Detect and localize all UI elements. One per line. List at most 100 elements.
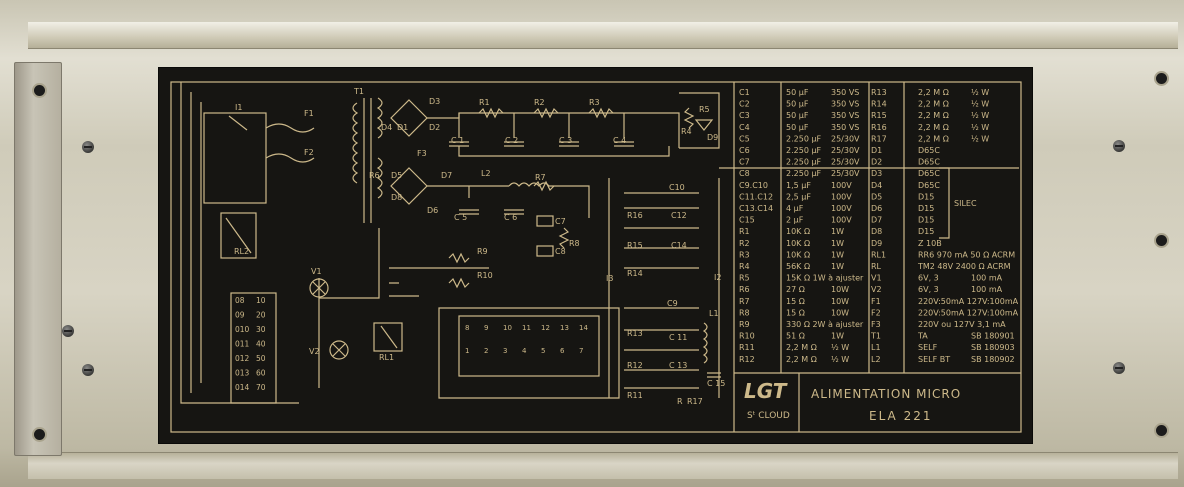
- label-f1: F1: [304, 109, 314, 118]
- label-rl2: RL2: [234, 247, 249, 256]
- wire-cap-drops: [458, 113, 625, 138]
- table-ref: L1: [871, 343, 881, 352]
- resistors-r9-r10: [389, 252, 489, 289]
- label-c6: C 6: [504, 213, 517, 222]
- table-ref: R8: [739, 308, 750, 317]
- connector-pin-label: 13: [560, 324, 569, 332]
- table-value: TA: [917, 332, 928, 341]
- label-r: R: [677, 397, 683, 406]
- terminal-label: 011: [235, 340, 250, 349]
- table-ref: R3: [739, 250, 750, 259]
- table-value: 2,2 M Ω: [918, 123, 949, 132]
- silec-label: SILEC: [954, 199, 977, 208]
- table-value: 6V, 3: [918, 285, 939, 294]
- connector-pin-label: 10: [503, 324, 512, 332]
- lamp-v2-icon: [329, 340, 349, 360]
- table-value: 220V:50mA 127V:100mA: [918, 308, 1019, 317]
- table-ref: C9.C10: [739, 181, 768, 190]
- table-rating: 25/30V: [831, 158, 860, 167]
- connector-box: [458, 315, 600, 377]
- label-v1: V1: [311, 267, 322, 276]
- table-rating: SB 180903: [971, 343, 1015, 352]
- table-value: 2,2 M Ω: [918, 100, 949, 109]
- terminal-label: 08: [235, 296, 245, 305]
- connector-pin-label: 14: [579, 324, 588, 332]
- terminal-label: 012: [235, 354, 250, 363]
- caps-c1-c4: [449, 141, 634, 147]
- table-value: 330 Ω 2W à ajuster: [786, 320, 864, 329]
- table-value: 2,2 M Ω: [786, 355, 817, 364]
- label-r4: R4: [681, 127, 692, 136]
- table-ref: C7: [739, 158, 750, 167]
- terminal-label: 60: [256, 369, 266, 378]
- table-value: 50 µF: [786, 88, 809, 97]
- table-value: D15: [918, 192, 934, 201]
- fuse-f2: [265, 153, 315, 163]
- screw-icon: [82, 364, 94, 376]
- table-value: D65C: [918, 181, 940, 190]
- fuse-f1: [265, 123, 315, 133]
- table-ref: C6: [739, 146, 750, 155]
- table-ref: D3: [871, 169, 882, 178]
- screw-icon: [82, 141, 94, 153]
- table-ref: R17: [871, 134, 887, 143]
- table-value: 51 Ω: [786, 332, 805, 341]
- table-rating: 350 VS: [831, 123, 859, 132]
- table-ref: V2: [871, 285, 882, 294]
- table-rating: 10W: [831, 297, 849, 306]
- mounting-hole-icon: [1156, 235, 1167, 246]
- table-value: 10K Ω: [786, 250, 810, 259]
- label-d7: D7: [441, 171, 452, 180]
- table-ref: R14: [871, 100, 887, 109]
- screw-icon: [1113, 140, 1125, 152]
- panel-title: ALIMENTATION MICRO: [811, 387, 961, 401]
- connector-pin-label: 12: [541, 324, 550, 332]
- table-rating: ½ W: [971, 134, 989, 143]
- table-rating: 100V: [831, 192, 852, 201]
- table-ref: L2: [871, 355, 881, 364]
- table-ref: D6: [871, 204, 882, 213]
- bridge-rectifier-2: [390, 167, 428, 205]
- label-r12: R12: [627, 361, 643, 370]
- schematic-svg: I1 I2 I3 F1 F2 F3 T1 L1 L2 V1 V2 RL1 RL2…: [170, 81, 1022, 433]
- table-ref: D5: [871, 192, 882, 201]
- resistor-r7: [533, 180, 555, 192]
- table-value: 1,5 µF: [786, 181, 811, 190]
- table-ref: C15: [739, 216, 755, 225]
- switch-i1-contact: [228, 115, 248, 131]
- wire-rc-rails: [608, 178, 720, 398]
- relay-rl1: [373, 322, 403, 352]
- table-ref: R2: [739, 239, 750, 248]
- table-ref: R12: [739, 355, 755, 364]
- terminal-block: [230, 292, 277, 404]
- table-ref: R6: [739, 285, 750, 294]
- table-value: D65C: [918, 146, 940, 155]
- label-f3: F3: [417, 149, 427, 158]
- wire-hv-rail: [427, 112, 680, 148]
- mounting-hole-icon: [1156, 73, 1167, 84]
- panel-model: ELA 221: [869, 409, 932, 423]
- table-ref: R9: [739, 320, 750, 329]
- wire-reg-box: [679, 92, 720, 149]
- table-ref: D4: [871, 181, 882, 190]
- relay-rl2: [220, 212, 257, 259]
- table-rating: 1W: [831, 250, 844, 259]
- table-value: Z 10B: [918, 239, 942, 248]
- mounting-bracket: [14, 62, 62, 456]
- top-rail: [28, 22, 1178, 49]
- mounting-hole-icon: [1156, 425, 1167, 436]
- label-c15: C 15: [707, 379, 725, 388]
- table-ref: RL1: [871, 250, 886, 259]
- label-c9: C9: [667, 299, 678, 308]
- table-ref: F1: [871, 297, 881, 306]
- bridge-rectifier-1: [390, 99, 428, 137]
- table-rating: ½ W: [971, 88, 989, 97]
- table-rating: 1W: [831, 227, 844, 236]
- table-ref: F3: [871, 320, 881, 329]
- table-value: D15: [918, 227, 934, 236]
- label-c4: C 4: [613, 136, 626, 145]
- table-value: 6V, 3: [918, 274, 939, 283]
- screw-icon: [1113, 362, 1125, 374]
- terminal-label: 09: [235, 311, 245, 320]
- cap-c8: [536, 245, 554, 257]
